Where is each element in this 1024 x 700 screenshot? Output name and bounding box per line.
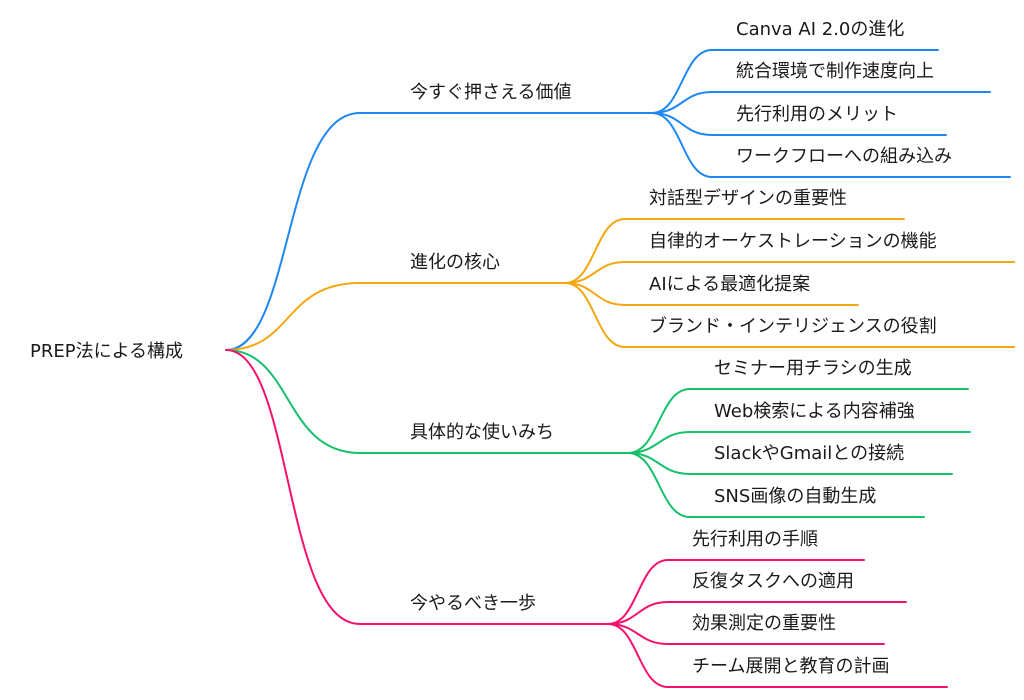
leaf-node-3-2[interactable]: Web検索による内容補強 [714,401,915,422]
leaf-node-1-1[interactable]: Canva AI 2.0の進化 [736,19,905,40]
branch-node-4[interactable]: 今やるべき一歩 [410,593,536,614]
leaf-connector-1-1 [651,49,939,114]
leaf-connector-2-1 [564,218,905,284]
leaf-node-1-3[interactable]: 先行利用のメリット [736,104,898,125]
leaf-connector-4-2 [607,601,907,625]
leaf-connector-1-2 [651,91,991,114]
leaf-connector-3-3 [627,452,953,475]
leaf-connector-4-1 [607,559,865,625]
branch-connector-1 [225,112,361,351]
leaf-node-3-3[interactable]: SlackやGmailとの接続 [714,443,905,464]
leaf-node-2-2[interactable]: 自律的オーケストレーションの機能 [649,231,937,252]
branch-connector-2 [225,282,361,351]
leaf-connector-3-4 [627,452,925,518]
branch-connector-4 [225,349,361,625]
leaf-connector-1-3 [651,112,947,136]
branch-node-1[interactable]: 今すぐ押さえる価値 [410,82,572,103]
leaf-node-4-3[interactable]: 効果測定の重要性 [692,613,836,634]
leaf-connector-2-4 [564,282,1015,348]
leaf-connector-3-1 [627,388,969,454]
leaf-connector-2-3 [564,282,859,306]
leaf-connector-1-4 [651,112,1011,178]
leaf-node-4-2[interactable]: 反復タスクへの適用 [692,571,854,592]
branch-node-2[interactable]: 進化の核心 [410,252,500,273]
leaf-node-1-2[interactable]: 統合環境で制作速度向上 [736,61,934,82]
leaf-connector-4-4 [607,623,948,688]
leaf-node-1-4[interactable]: ワークフローへの組み込み [736,146,952,167]
leaf-connector-3-2 [627,431,971,454]
leaf-node-3-1[interactable]: セミナー用チラシの生成 [714,358,912,379]
leaf-node-2-4[interactable]: ブランド・インテリジェンスの役割 [649,316,937,337]
branch-node-3[interactable]: 具体的な使いみち [410,422,554,443]
root-node-label[interactable]: PREP法による構成 [30,341,184,362]
branch-connector-3 [225,349,361,454]
leaf-node-3-4[interactable]: SNS画像の自動生成 [714,486,877,507]
leaf-node-2-3[interactable]: AIによる最適化提案 [649,274,811,295]
leaf-node-2-1[interactable]: 対話型デザインの重要性 [649,188,847,209]
leaf-connector-2-2 [564,261,1015,284]
leaf-connector-4-3 [607,623,885,645]
leaf-node-4-4[interactable]: チーム展開と教育の計画 [692,656,890,677]
leaf-node-4-1[interactable]: 先行利用の手順 [692,529,818,550]
